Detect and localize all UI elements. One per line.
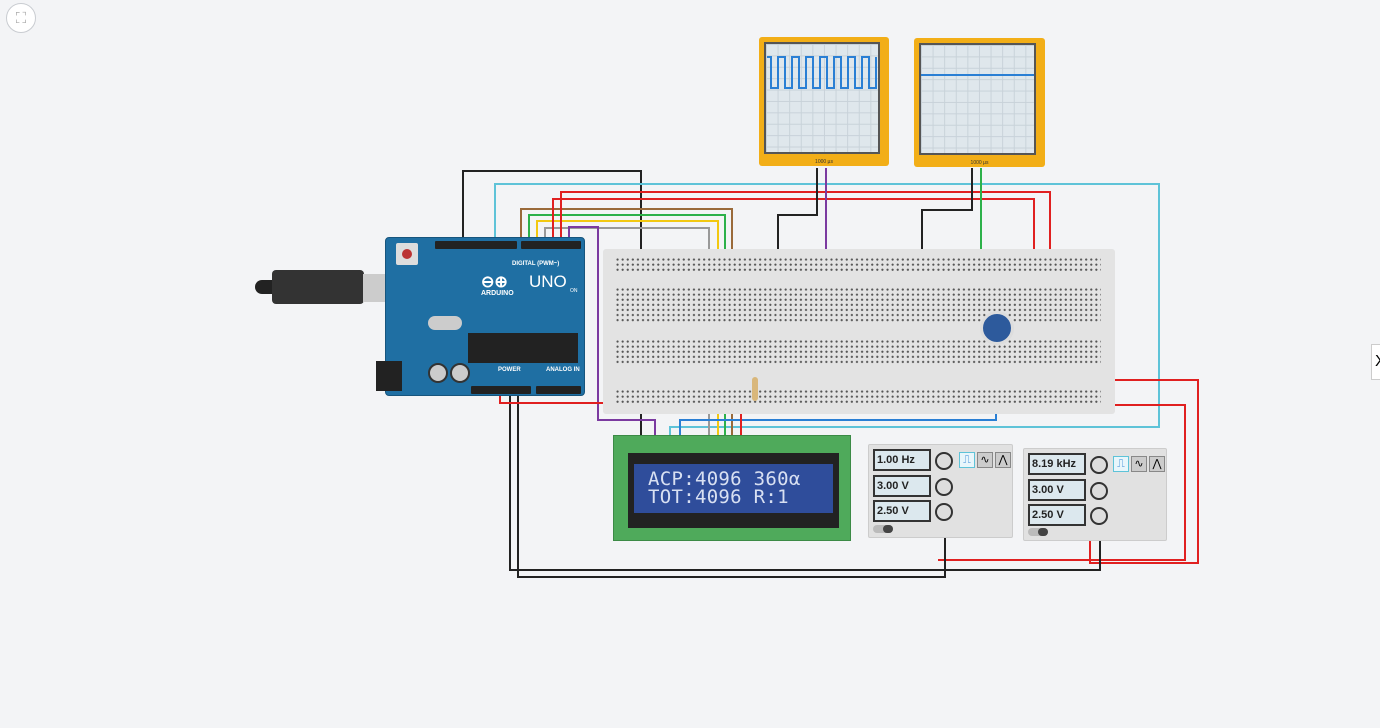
wire-gnd-bottom-2[interactable]: [517, 395, 946, 578]
frequency-knob[interactable]: [1090, 456, 1108, 474]
model-label: UNO: [529, 272, 567, 291]
scope-trace: [921, 74, 1034, 76]
terminal-strip-top: [615, 287, 1101, 323]
scope-screen: [764, 42, 880, 154]
lcd-line-1: ACP:4096 360α: [648, 468, 801, 490]
function-generator-2[interactable]: 8.19 kHz 3.00 V 2.50 V ⎍ ∿ ⋀: [1023, 448, 1167, 541]
square-wave-button[interactable]: ⎍: [959, 452, 975, 468]
offset-knob[interactable]: [1090, 507, 1108, 525]
breadboard[interactable]: [603, 249, 1115, 414]
scope-trace: [767, 56, 877, 89]
lcd-line-2: TOT:4096 R:1: [648, 486, 789, 508]
frequency-display[interactable]: 1.00 Hz: [873, 449, 931, 471]
wire-purple[interactable]: [568, 226, 656, 437]
sine-wave-button[interactable]: ∿: [977, 452, 993, 468]
header-bottom-left: [471, 386, 531, 394]
triangle-wave-button[interactable]: ⋀: [1149, 456, 1165, 472]
wire-red-2[interactable]: [560, 191, 1199, 564]
wire-gnd-bottom[interactable]: [509, 395, 1101, 571]
crystal: [428, 316, 462, 330]
oscilloscope-1[interactable]: 1000 µs: [759, 37, 889, 166]
square-wave-button[interactable]: ⎍: [1113, 456, 1129, 472]
scope-time-label: 1000 µs: [970, 160, 989, 166]
terminal-strip-bottom: [615, 339, 1101, 365]
usb-plug: [255, 280, 275, 294]
offset-knob[interactable]: [935, 503, 953, 521]
arduino-uno[interactable]: DIGITAL (PWM~) ⊖⊕ ARDUINO UNO ON POWER A…: [376, 237, 585, 396]
power-toggle[interactable]: [1028, 528, 1048, 536]
capacitor: [450, 363, 470, 383]
header-top-right: [521, 241, 581, 249]
scope-screen: [919, 43, 1036, 155]
power-jack[interactable]: [376, 361, 402, 391]
potentiometer[interactable]: [980, 311, 1014, 345]
amplitude-knob[interactable]: [935, 478, 953, 496]
power-rail-bottom: [615, 389, 1101, 403]
power-rail-top: [615, 257, 1101, 271]
amplitude-display[interactable]: 3.00 V: [1028, 479, 1086, 501]
power-toggle[interactable]: [873, 525, 893, 533]
arduino-logo-icon: ⊖⊕: [481, 274, 508, 291]
offset-display[interactable]: 2.50 V: [873, 500, 931, 522]
analog-label: ANALOG IN: [546, 367, 580, 373]
capacitor: [428, 363, 448, 383]
usb-cable-head[interactable]: [272, 270, 364, 304]
fullscreen-button[interactable]: ⛶: [6, 3, 36, 33]
power-label: POWER: [498, 367, 521, 373]
header-top-left: [435, 241, 517, 249]
frequency-knob[interactable]: [935, 452, 953, 470]
resistor[interactable]: [752, 377, 758, 401]
offset-display[interactable]: 2.50 V: [1028, 504, 1086, 526]
side-panel-tab[interactable]: X: [1371, 344, 1380, 380]
amplitude-display[interactable]: 3.00 V: [873, 475, 931, 497]
digital-label: DIGITAL (PWM~): [512, 261, 560, 267]
reset-button[interactable]: [396, 243, 418, 265]
amplitude-knob[interactable]: [1090, 482, 1108, 500]
scope-time-label: 1000 µs: [815, 159, 833, 165]
brand-label: ARDUINO: [481, 290, 514, 297]
function-generator-1[interactable]: 1.00 Hz 3.00 V 2.50 V ⎍ ∿ ⋀: [868, 444, 1013, 538]
wire-cyan[interactable]: [494, 183, 1160, 437]
header-bottom-right: [536, 386, 581, 394]
fullscreen-icon: ⛶: [15, 9, 27, 27]
frequency-display[interactable]: 8.19 kHz: [1028, 453, 1086, 475]
on-label: ON: [570, 288, 578, 294]
sine-wave-button[interactable]: ∿: [1131, 456, 1147, 472]
oscilloscope-2[interactable]: 1000 µs: [914, 38, 1045, 167]
atmega-chip: [468, 333, 578, 363]
triangle-wave-button[interactable]: ⋀: [995, 452, 1011, 468]
